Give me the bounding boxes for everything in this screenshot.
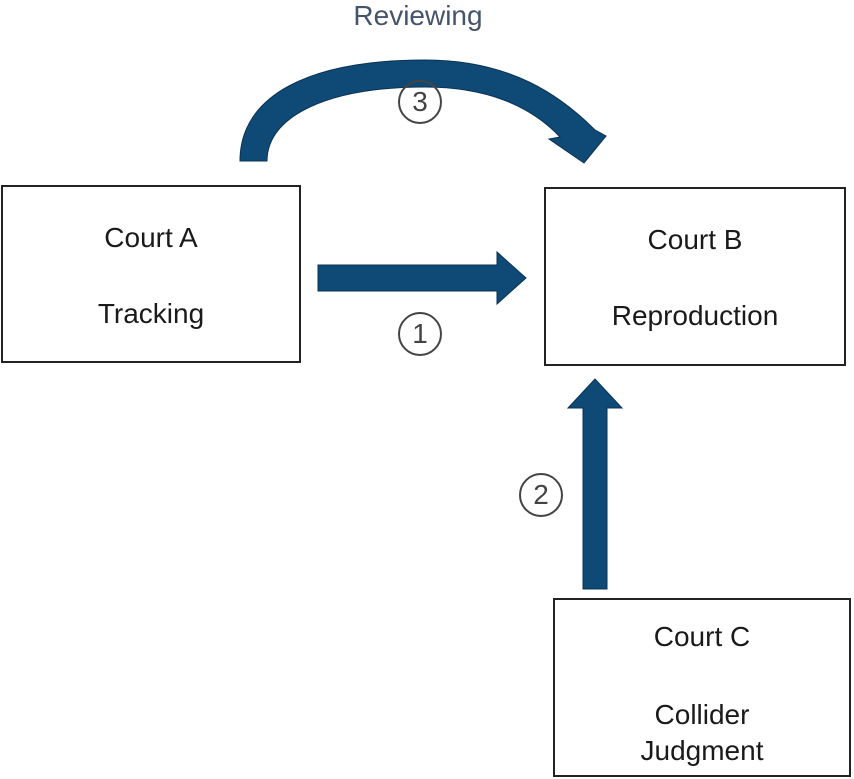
court-c-subtitle-line2: Judgment <box>640 735 764 766</box>
court-b-subtitle: Reproduction <box>611 300 779 331</box>
court-a-title: Court A <box>104 222 198 253</box>
arrow-c-to-b <box>566 378 624 590</box>
court-c-node: Court C Collider Judgment <box>553 598 851 777</box>
reviewing-label: Reviewing <box>353 0 483 31</box>
step-marker-1: 1 <box>398 312 442 356</box>
court-a-subtitle: Tracking <box>97 298 205 329</box>
step-marker-2: 2 <box>519 473 563 517</box>
court-b-node: Court B Reproduction <box>544 187 846 366</box>
court-b-title: Court B <box>647 224 743 255</box>
arrow-a-to-b <box>317 250 527 306</box>
step-marker-3: 3 <box>398 80 442 124</box>
court-c-subtitle-line1: Collider <box>654 699 750 730</box>
court-a-node: Court A Tracking <box>1 185 301 363</box>
court-c-title: Court C <box>653 621 751 652</box>
arrow-reviewing-curve <box>239 59 607 164</box>
